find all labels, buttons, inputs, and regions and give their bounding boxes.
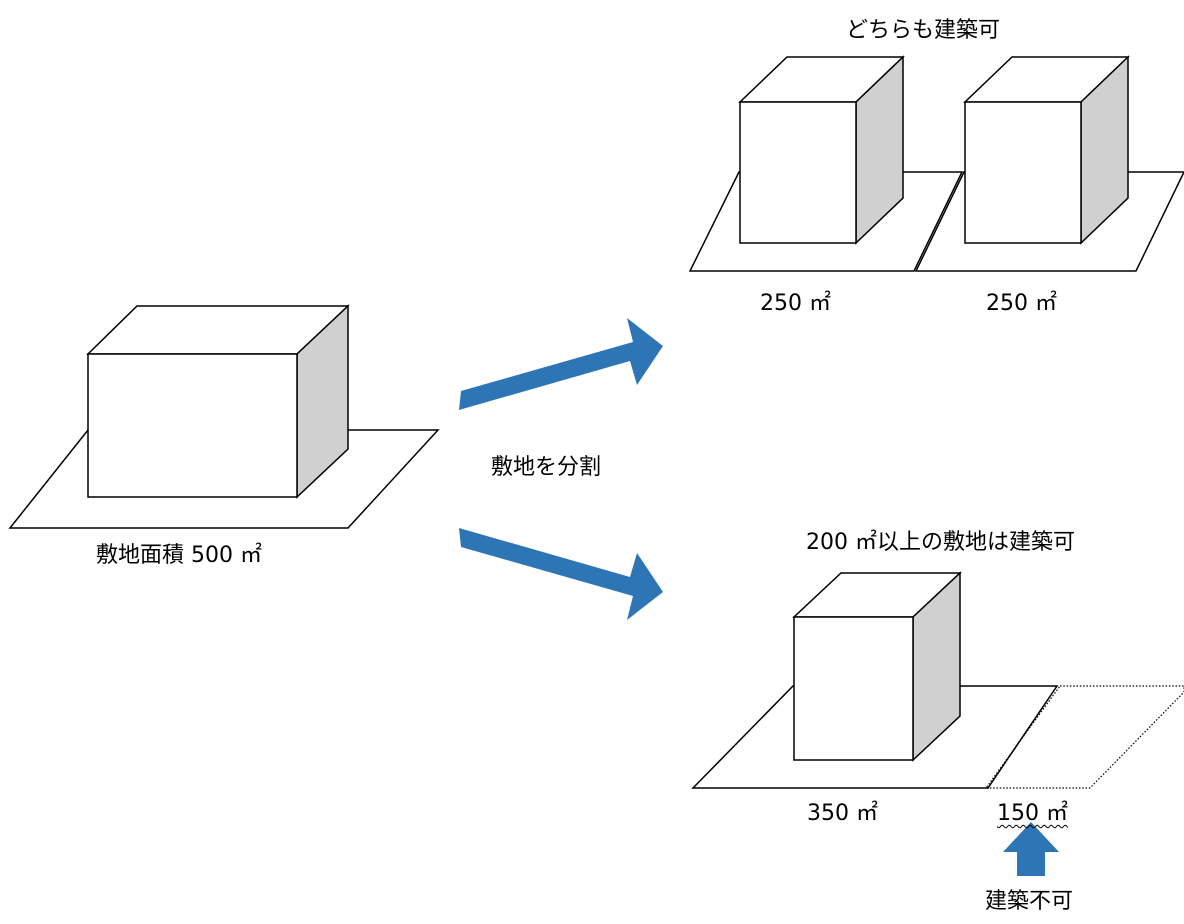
original-site	[8, 304, 440, 529]
small-lot-area-label: 150 ㎡	[997, 801, 1068, 826]
original-building-front	[87, 353, 298, 498]
large-building-front	[793, 616, 914, 761]
uneven-split-large-lot	[691, 571, 1059, 789]
arrow-down-right	[459, 528, 663, 620]
left-lot-area-label: 250 ㎡	[760, 291, 831, 316]
small-lot-outline-dotted	[984, 685, 1184, 789]
right-lot-area-label: 250 ㎡	[986, 291, 1057, 316]
large-lot-area-label: 350 ㎡	[807, 801, 878, 826]
arrow-up-right	[459, 318, 663, 410]
right-building-front	[964, 101, 1082, 244]
even-split-left-lot	[688, 55, 964, 272]
uneven-split-title: 200 ㎡以上の敷地は建築可	[806, 530, 1075, 555]
not-buildable-label: 建築不可	[985, 889, 1074, 914]
even-split-right-lot	[914, 55, 1184, 272]
even-split-title: どちらも建築可	[846, 18, 1001, 43]
left-building-front	[739, 101, 857, 244]
original-site-area-label: 敷地面積 500 ㎡	[96, 543, 262, 568]
not-buildable-arrow	[1003, 822, 1059, 876]
split-action-label: 敷地を分割	[491, 455, 602, 480]
